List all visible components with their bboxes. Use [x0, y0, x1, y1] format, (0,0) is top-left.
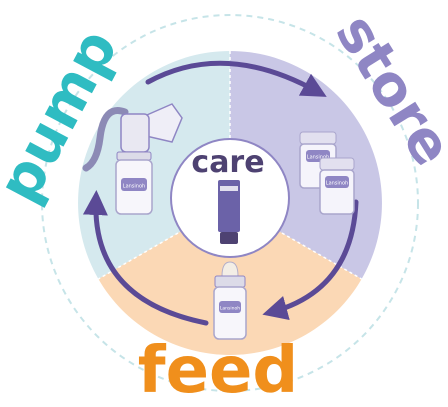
cycle-arrows — [82, 60, 359, 326]
pump-body — [120, 113, 150, 153]
bottle-collar — [214, 275, 246, 288]
storage-pot-brand: Lansinoh — [307, 155, 329, 161]
tube-cap — [220, 232, 238, 244]
arrow-store-to-feed — [262, 199, 359, 321]
bottle-teat — [221, 261, 239, 277]
feeding-bottle-illustration: Lansinoh — [213, 261, 247, 340]
breast-pump-illustration: Lansinoh — [82, 103, 183, 215]
care-label: care — [191, 145, 264, 180]
outer-dashed-ring — [41, 14, 419, 392]
bottle-brand: Lansinoh — [220, 306, 240, 312]
storage-pots-illustration: Lansinoh Lansinoh — [299, 131, 355, 215]
storage-pot-brand: Lansinoh — [326, 181, 348, 187]
pump-bottle-label — [121, 178, 147, 191]
tube-stripe — [220, 186, 238, 191]
tube-body — [218, 180, 240, 232]
feed-label: feed — [138, 334, 298, 407]
arrow-feed-to-pump — [82, 190, 209, 326]
pump-handle — [82, 107, 129, 172]
arrow-pump-to-store — [145, 60, 327, 97]
care-center: care — [170, 138, 290, 258]
pump-bottle-collar — [116, 151, 152, 161]
storage-pot-lid — [319, 157, 355, 171]
nipple-cream-tube — [218, 180, 240, 244]
bottle-label — [219, 301, 241, 313]
pump-bottle-brand: Lansinoh — [123, 184, 145, 190]
storage-pot-lid — [299, 131, 337, 145]
storage-pot-label — [325, 176, 349, 188]
